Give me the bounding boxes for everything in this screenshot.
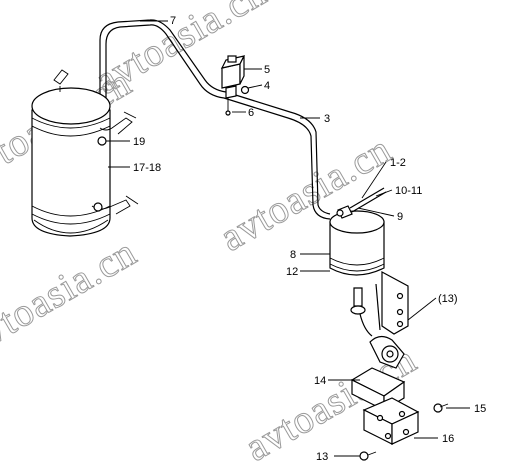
callout-13: 13: [316, 451, 328, 463]
mount-bracket: [350, 270, 409, 337]
callout-12: 12: [286, 266, 298, 278]
callout-13-paren: (13): [438, 293, 458, 305]
small-air-tank: [329, 187, 387, 276]
callout-10-11: 10-11: [395, 185, 422, 197]
valve-assembly: [220, 55, 250, 116]
leader-lines: [106, 20, 470, 457]
left-air-tank: [31, 69, 139, 237]
callout-15: 15: [474, 403, 486, 415]
callout-3: 3: [324, 113, 330, 125]
callout-14: 14: [314, 375, 326, 387]
callout-9: 9: [397, 211, 403, 223]
callout-6: 6: [248, 107, 254, 119]
lower-mount: [350, 335, 449, 461]
pipe-line: [99, 19, 331, 220]
callout-8: 8: [290, 249, 296, 261]
callout-labels: 7 5 4 6 3 19 17-18 1-2 10-11 9 8 12 (13)…: [133, 15, 486, 463]
callout-4: 4: [264, 80, 270, 92]
callout-19: 19: [133, 136, 145, 148]
callout-1-2: 1-2: [390, 157, 406, 169]
callout-16: 16: [442, 433, 454, 445]
callout-7: 7: [170, 15, 176, 27]
callout-5: 5: [264, 64, 270, 76]
callout-17-18: 17-18: [133, 162, 161, 174]
watermark-4: avtoasia.cn: [0, 229, 144, 363]
